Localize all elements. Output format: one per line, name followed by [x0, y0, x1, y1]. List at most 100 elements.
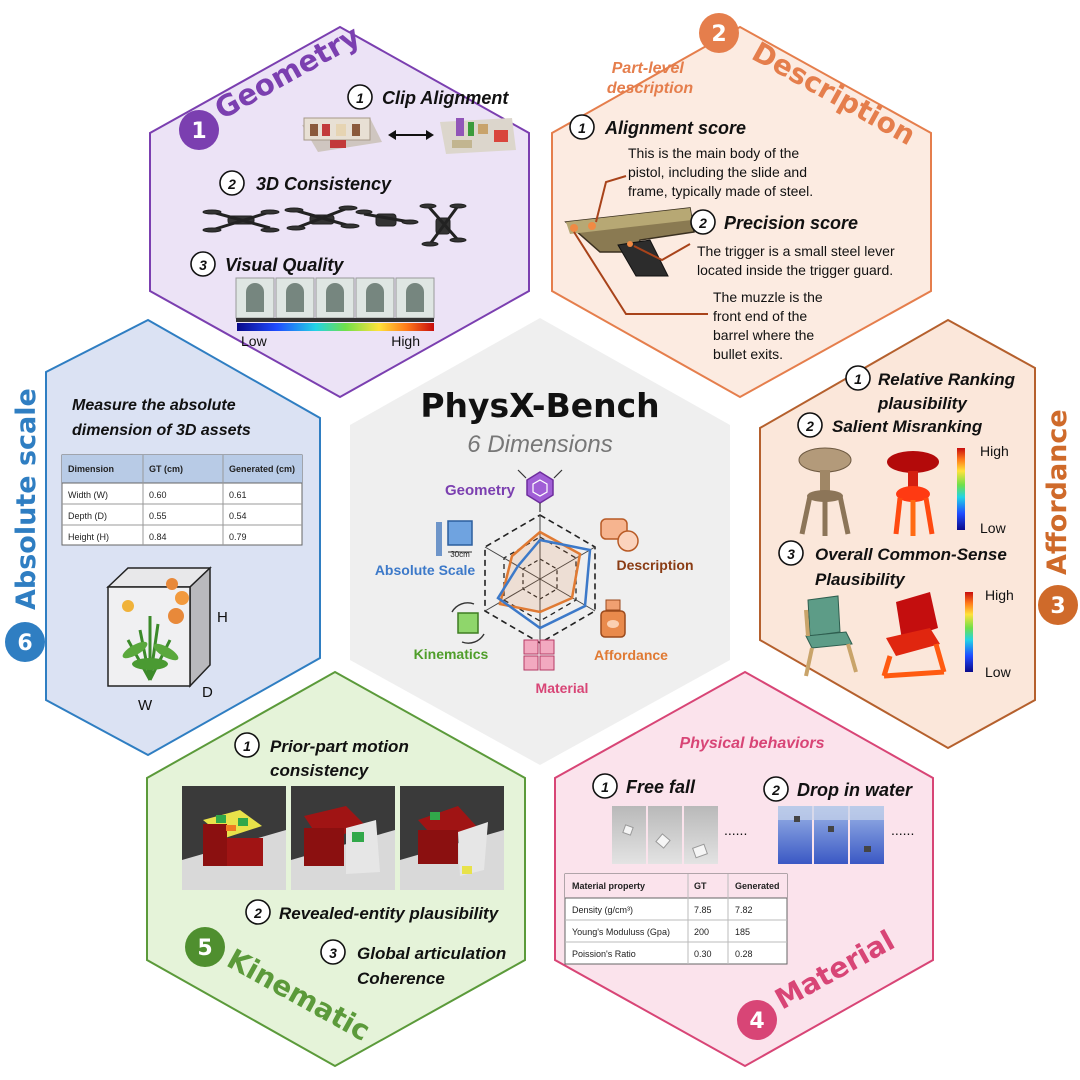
- affordance-colorbar-top-high: High: [980, 443, 1009, 459]
- free-fall-ellipsis: ......: [724, 822, 747, 838]
- bench-title: PhysX-Bench: [420, 386, 659, 425]
- dimension-table-row3-dimension: Height (H): [68, 532, 109, 542]
- kinematic-item1-num: 1: [243, 738, 251, 754]
- geometry-item2-num: 2: [227, 176, 236, 192]
- kinematic-item3-badge: [320, 939, 346, 965]
- kinematic-item1-badge: [234, 732, 260, 758]
- kinematic-item2-badge: [245, 899, 271, 925]
- dimension-table-header-dimension: Dimension: [68, 464, 114, 474]
- chair-image-real: [804, 595, 858, 677]
- room-image-right: [440, 118, 516, 154]
- material-table-header-gt: GT: [694, 881, 707, 891]
- chair-image-heatmap: [881, 592, 947, 679]
- dimension-table-row3-gt: 0.84: [149, 532, 167, 542]
- material-table-header-property: Material property: [572, 881, 645, 891]
- geometry-number: 1: [191, 119, 206, 144]
- radar-label-geometry: Geometry: [445, 482, 516, 499]
- geometry-colorbar: [237, 323, 434, 331]
- pointer-trigger: [633, 243, 691, 262]
- geometry-colorbar-low: Low: [241, 333, 268, 349]
- pointer-muzzle: [573, 231, 708, 315]
- geometry-number-badge: [179, 110, 219, 150]
- drone-3: [355, 209, 419, 227]
- radar-series-orange: [498, 530, 582, 614]
- absolute-scale-number-badge: [5, 622, 45, 662]
- material-table: Material property GT Generated Density (…: [564, 873, 788, 965]
- dimension-table-row1-generated: 0.61: [229, 490, 247, 500]
- affordance-item2-num: 2: [805, 418, 814, 434]
- material-number: 4: [749, 1009, 764, 1034]
- radar-kinematics-icon: [451, 602, 485, 644]
- rubiks-frames: [182, 786, 504, 890]
- material-table-row3-property: Poission's Ratio: [572, 949, 636, 959]
- material-table-row2-generated: 185: [735, 927, 750, 937]
- geometry-item2-badge: [219, 170, 245, 196]
- geometry-item3-label: Visual Quality: [225, 255, 344, 275]
- radar-label-kinematics: Kinematics: [414, 646, 489, 662]
- absolute-scale-number: 6: [17, 631, 32, 656]
- description-hexagon: [551, 25, 932, 399]
- radar-description-icon: [600, 518, 639, 552]
- kinematic-number: 5: [197, 936, 212, 961]
- part-level-label: Part-level description: [607, 60, 693, 97]
- material-panel: 4 Material Physical behaviors 1 Free fal…: [554, 670, 934, 1068]
- drone-images: [202, 203, 467, 247]
- radar-label-absolute-scale: Absolute Scale: [375, 562, 476, 578]
- bounding-box-plant: [106, 566, 212, 688]
- geometry-colorbar-high: High: [391, 333, 420, 349]
- affordance-item2-label: Salient Misranking: [832, 417, 983, 436]
- material-table-row1-generated: 7.82: [735, 905, 753, 915]
- material-item1-label: Free fall: [626, 777, 696, 797]
- absolute-scale-title: Absolute scale: [11, 388, 42, 610]
- affordance-title: Affordance: [1042, 409, 1073, 575]
- pistol-image: [564, 207, 695, 277]
- material-item1-num: 1: [601, 779, 609, 795]
- material-item2-badge: [763, 776, 789, 802]
- stool-image-heatmap: [887, 451, 939, 536]
- geometry-item3-num: 3: [199, 257, 207, 273]
- dimension-table-row3-generated: 0.79: [229, 532, 247, 542]
- axis-label-d: D: [202, 684, 213, 701]
- part-level-line: Part-level: [612, 60, 685, 77]
- affordance-colorbar-bottom-high: High: [985, 587, 1014, 603]
- axis-label-w: W: [138, 697, 153, 714]
- dimension-table-row1-dimension: Width (W): [68, 490, 108, 500]
- drone-1: [202, 209, 280, 233]
- description-number-badge: [699, 13, 739, 53]
- radar-material-icon: [523, 639, 555, 671]
- geometry-item1-label: Clip Alignment: [382, 88, 509, 108]
- dimension-table-header-generated: Generated (cm): [229, 464, 295, 474]
- dimension-table-row2-generated: 0.54: [229, 511, 247, 521]
- axis-label-h: H: [217, 609, 228, 626]
- material-table-row3-generated: 0.28: [735, 949, 753, 959]
- radar-label-material: Material: [536, 680, 589, 696]
- affordance-number: 3: [1050, 594, 1065, 619]
- geometry-item3-badge: [190, 251, 216, 277]
- affordance-colorbar-top-low: Low: [980, 520, 1007, 536]
- kinematic-item2-label: Revealed-entity plausibility: [279, 904, 500, 923]
- plant-image: [122, 578, 189, 681]
- material-table-row3-gt: 0.30: [694, 949, 712, 959]
- geometry-panel: 1 Geometry 1 Clip Alignment 2 3D Consist…: [149, 19, 530, 399]
- radar-label-description: Description: [616, 557, 693, 573]
- center-panel: PhysX-Bench 6 Dimensions Geometry: [350, 318, 730, 765]
- affordance-colorbar-bottom: [965, 592, 973, 672]
- affordance-item2-badge: [797, 412, 823, 438]
- dimension-table: Dimension GT (cm) Generated (cm) Width (…: [61, 454, 303, 546]
- affordance-item3-badge: [778, 540, 804, 566]
- affordance-number-badge: [1038, 585, 1078, 625]
- material-table-row2-gt: 200: [694, 927, 709, 937]
- part-level-line-2: description: [607, 80, 693, 97]
- description-item1-label: Alignment score: [604, 118, 746, 138]
- description-item2-num: 2: [698, 215, 707, 231]
- free-fall-frames: [612, 806, 718, 864]
- radar-series-blue: [496, 538, 592, 630]
- material-table-row1-gt: 7.85: [694, 905, 712, 915]
- material-table-header-generated: Generated: [735, 881, 780, 891]
